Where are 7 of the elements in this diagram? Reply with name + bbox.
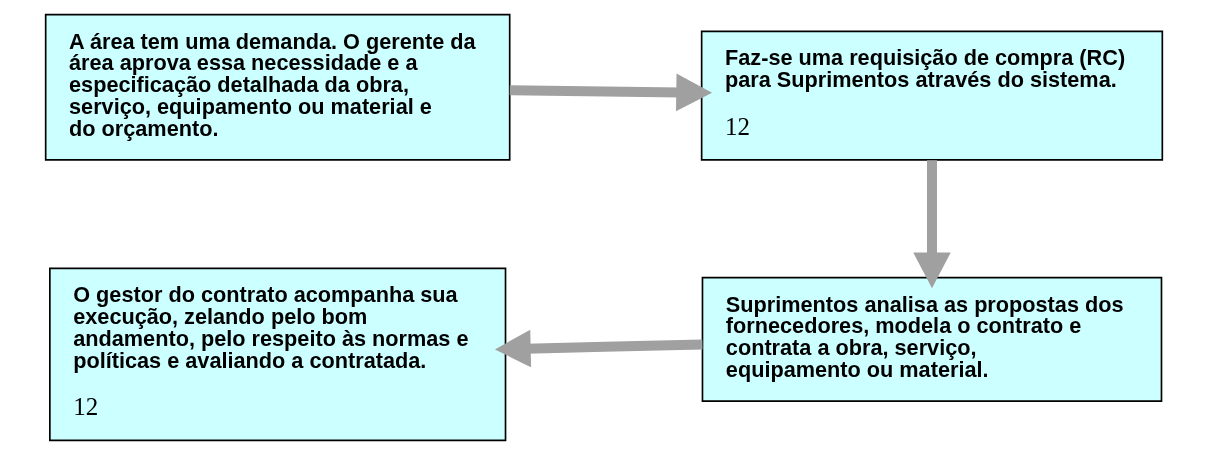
node-box: A área tem uma demanda. O gerente da área aprova essa necessidade e a especificação detalhada da obra, serviço, equipamento ou material e do orçamento.: [44, 13, 511, 161]
arrow: [494, 329, 703, 368]
node-box: Suprimentos analisa as propostas dos fornecedores, modela o contrato e contrata a obra, serviço, equipamento ou material.: [701, 276, 1162, 402]
node-box: Faz-se uma requisição de compra (RC) para Suprimentos através do sistema. 12: [700, 30, 1163, 161]
node-box: O gestor do contrato acompanha sua execução, zelando pelo bom andamento, pelo respeito às normas e políticas e avaliando a contratada. 12: [48, 267, 506, 442]
arrow: [912, 160, 951, 289]
arrow: [509, 73, 712, 112]
